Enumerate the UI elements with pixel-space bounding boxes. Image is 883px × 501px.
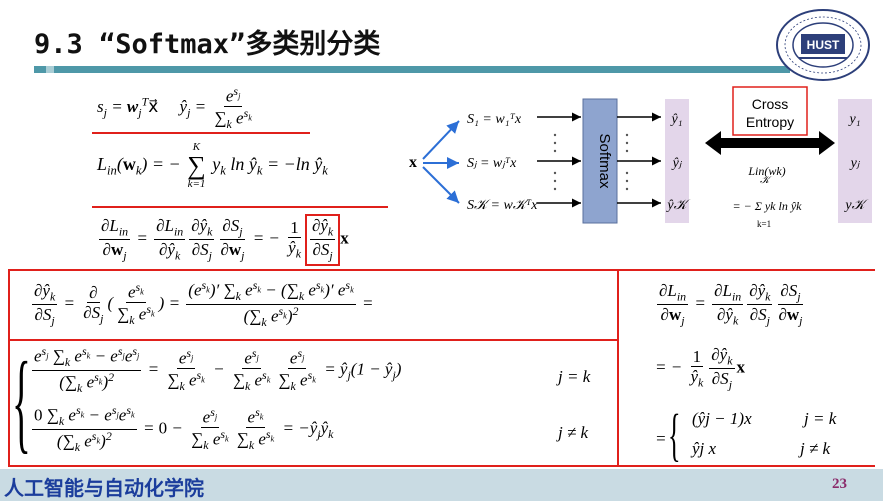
input-x: x bbox=[409, 154, 417, 171]
title-underline-accent bbox=[34, 66, 46, 73]
cross-entropy-label: Cross Entropy bbox=[745, 96, 795, 130]
red-frame-top bbox=[8, 269, 875, 271]
equation-case-j-not-k: 0 ∑k esk − esjesk(∑k esk)2 = 0 − esj∑k e… bbox=[32, 403, 334, 454]
target-yk: y𝒦 bbox=[843, 198, 869, 213]
right-brace: { bbox=[668, 402, 681, 467]
case-label-not-equal: j ≠ k bbox=[558, 423, 589, 442]
target-box bbox=[838, 99, 872, 223]
right-case-bottom: ŷj x bbox=[692, 439, 717, 458]
logo-text: HUST bbox=[807, 38, 840, 52]
university-logo: HUST bbox=[776, 9, 870, 81]
score-sj: Sⱼ = wⱼᵀx bbox=[467, 156, 517, 171]
score-sk: S𝒦 = w𝒦ᵀx bbox=[467, 198, 538, 213]
target-y1: y₁ bbox=[847, 112, 860, 127]
right-case-label-not-equal: j ≠ k bbox=[800, 439, 831, 458]
output-yj: ŷⱼ bbox=[671, 156, 683, 171]
left-brace: { bbox=[12, 340, 31, 464]
page-title: 9.3 “Softmax”多类别分类 bbox=[34, 29, 381, 60]
red-frame-divider bbox=[617, 269, 619, 467]
equation-loss: Lin(wk) = − K∑k=1 yk ln ŷk = −ln ŷk bbox=[97, 141, 328, 190]
equation-case-j-equals-k: esj ∑k esk − esjesj(∑k esk)2 = esj∑k esk… bbox=[32, 344, 402, 395]
output-y1: ŷ₁ bbox=[669, 112, 682, 127]
target-yj: yⱼ bbox=[849, 156, 861, 171]
sum-upper: 𝒦 bbox=[760, 175, 773, 186]
red-frame-bottom bbox=[8, 465, 875, 467]
equals-sign: = bbox=[655, 429, 667, 448]
equation-softmax-derivative: ∂ŷk∂Sj = ∂∂Sj(esk∑k esk) = (esk)′ ∑k esk… bbox=[32, 278, 374, 329]
institution-name: 人工智能与自动化学院 bbox=[4, 476, 204, 500]
red-divider bbox=[92, 132, 310, 134]
right-case-top: (ŷj − 1)x bbox=[692, 409, 752, 428]
red-divider bbox=[92, 206, 388, 208]
title-underline-accent-light bbox=[46, 66, 54, 73]
footer-bar bbox=[0, 469, 883, 501]
double-arrow bbox=[705, 131, 835, 155]
output-box bbox=[665, 99, 689, 223]
output-yk: ŷ𝒦 bbox=[665, 198, 691, 213]
eq1-sum-index: k bbox=[226, 116, 232, 131]
red-frame-mid bbox=[8, 339, 618, 341]
cross-entropy-box bbox=[732, 86, 808, 136]
softmax-label: Softmax bbox=[596, 133, 613, 189]
softmax-box bbox=[582, 98, 618, 224]
loss-bottom: = − Σ yk ln ŷk bbox=[733, 199, 803, 213]
softmax-network-diagram: x S₁ = w₁ᵀx Sⱼ = wⱼᵀx S𝒦 = w𝒦ᵀx Softmax … bbox=[409, 86, 872, 229]
eq2-sum-lower: k=1 bbox=[187, 178, 206, 190]
page-number: 23 bbox=[832, 476, 847, 492]
loss-top: Lin(wk) bbox=[747, 164, 785, 178]
equation-right-chain: ∂Lin∂wj = ∂Lin∂ŷk∂ŷk∂Sj∂Sj∂wj bbox=[657, 281, 803, 328]
case-label-equal: j = k bbox=[558, 367, 591, 386]
score-s1: S₁ = w₁ᵀx bbox=[467, 112, 522, 127]
equation-score-softmax: sj = wjTx⃗ ŷj = esj∑k esk bbox=[97, 84, 252, 131]
sum-lower: k=1 bbox=[757, 219, 771, 229]
red-frame-left bbox=[8, 269, 10, 467]
title-underline bbox=[54, 66, 790, 73]
right-case-label-equal: j = k bbox=[804, 409, 837, 428]
eq2-sum-upper: K bbox=[192, 141, 201, 153]
